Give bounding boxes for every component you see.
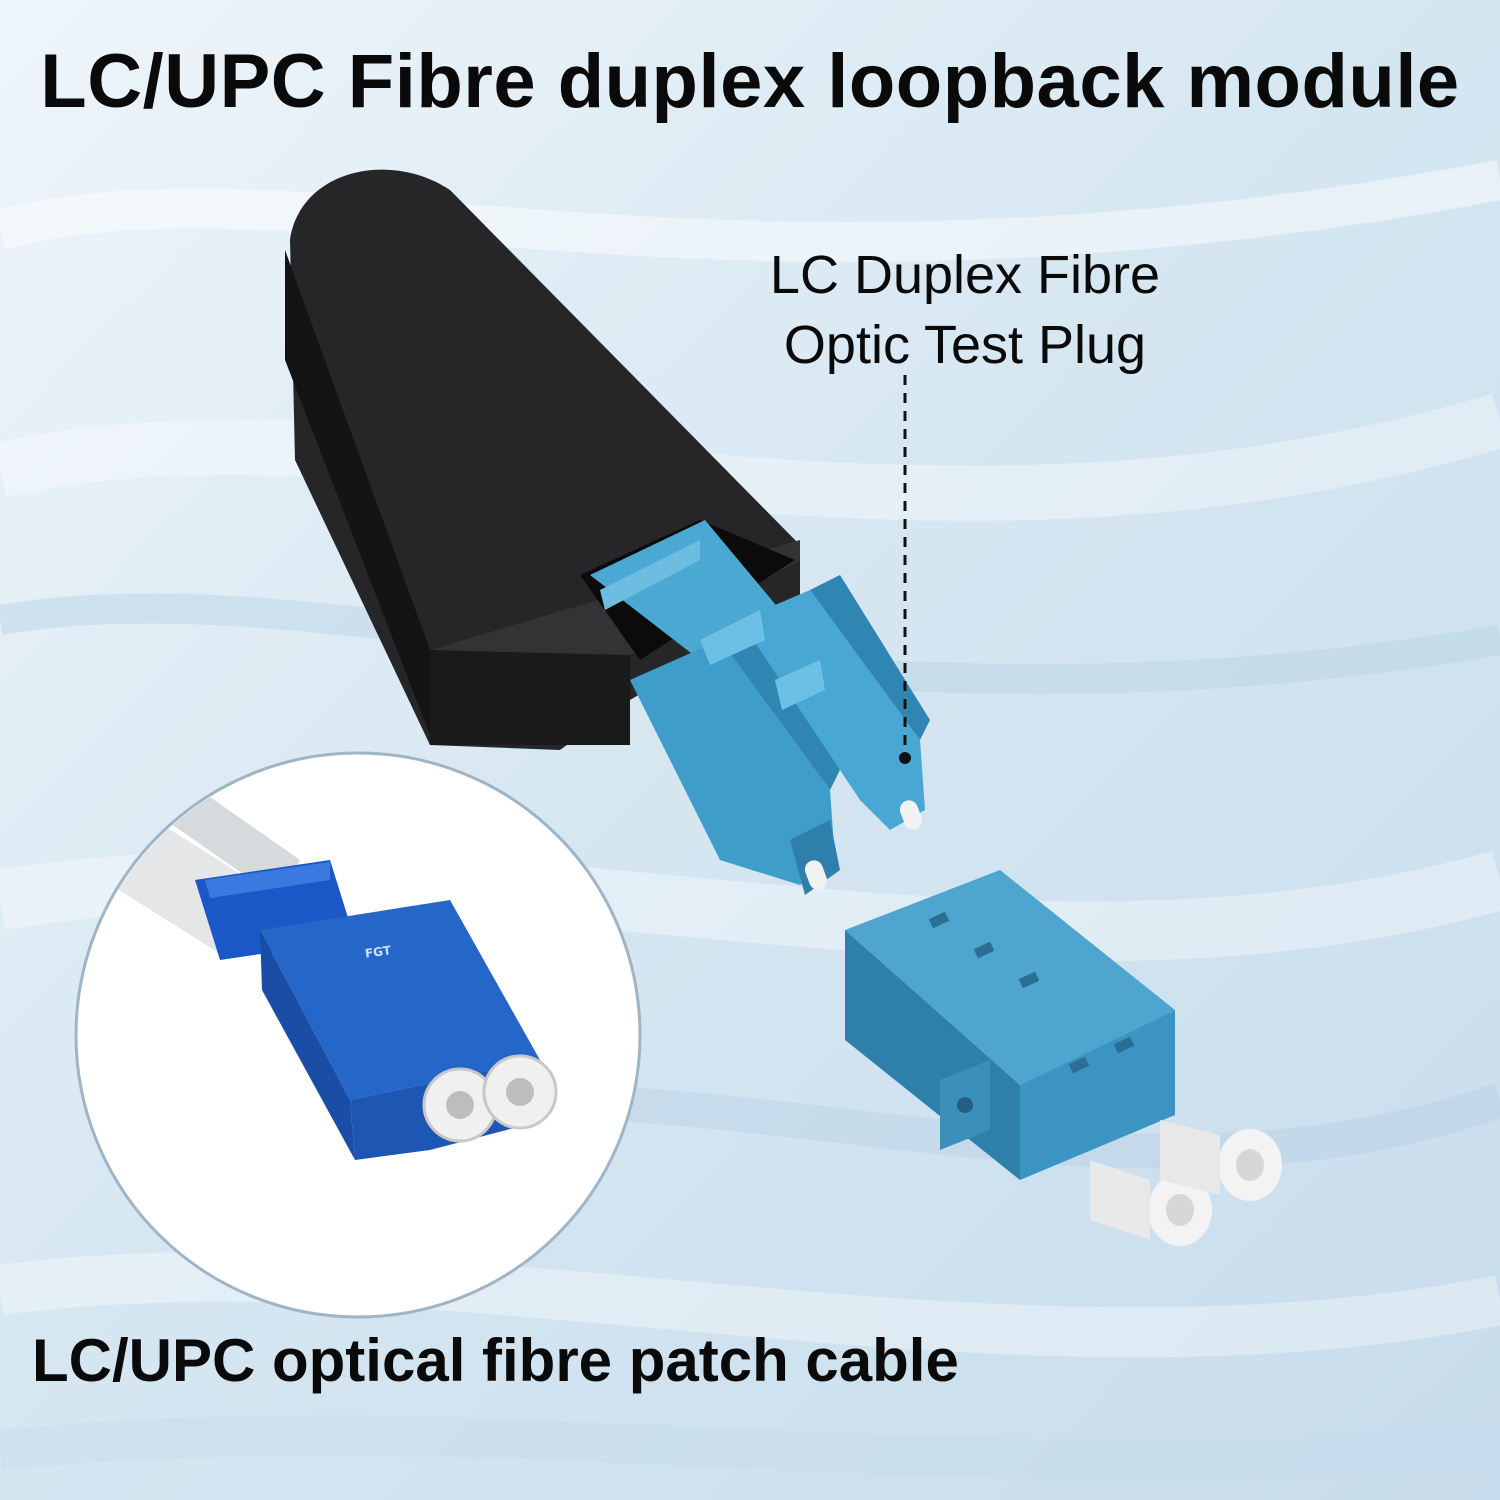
callout-dot <box>899 752 911 764</box>
callout-line-1: LC Duplex Fibre <box>769 245 1161 305</box>
lc-duplex-plug <box>590 520 930 895</box>
lc-duplex-adapter <box>845 870 1282 1246</box>
inset-caption: LC/UPC optical fibre patch cable <box>32 1327 959 1394</box>
page-title: LC/UPC Fibre duplex loopback module <box>40 39 1460 124</box>
callout-label: LC Duplex Fibre Optic Test Plug <box>700 240 1230 380</box>
callout-line-2: Optic Test Plug <box>783 315 1147 375</box>
patch-cable-inset <box>74 751 642 1319</box>
